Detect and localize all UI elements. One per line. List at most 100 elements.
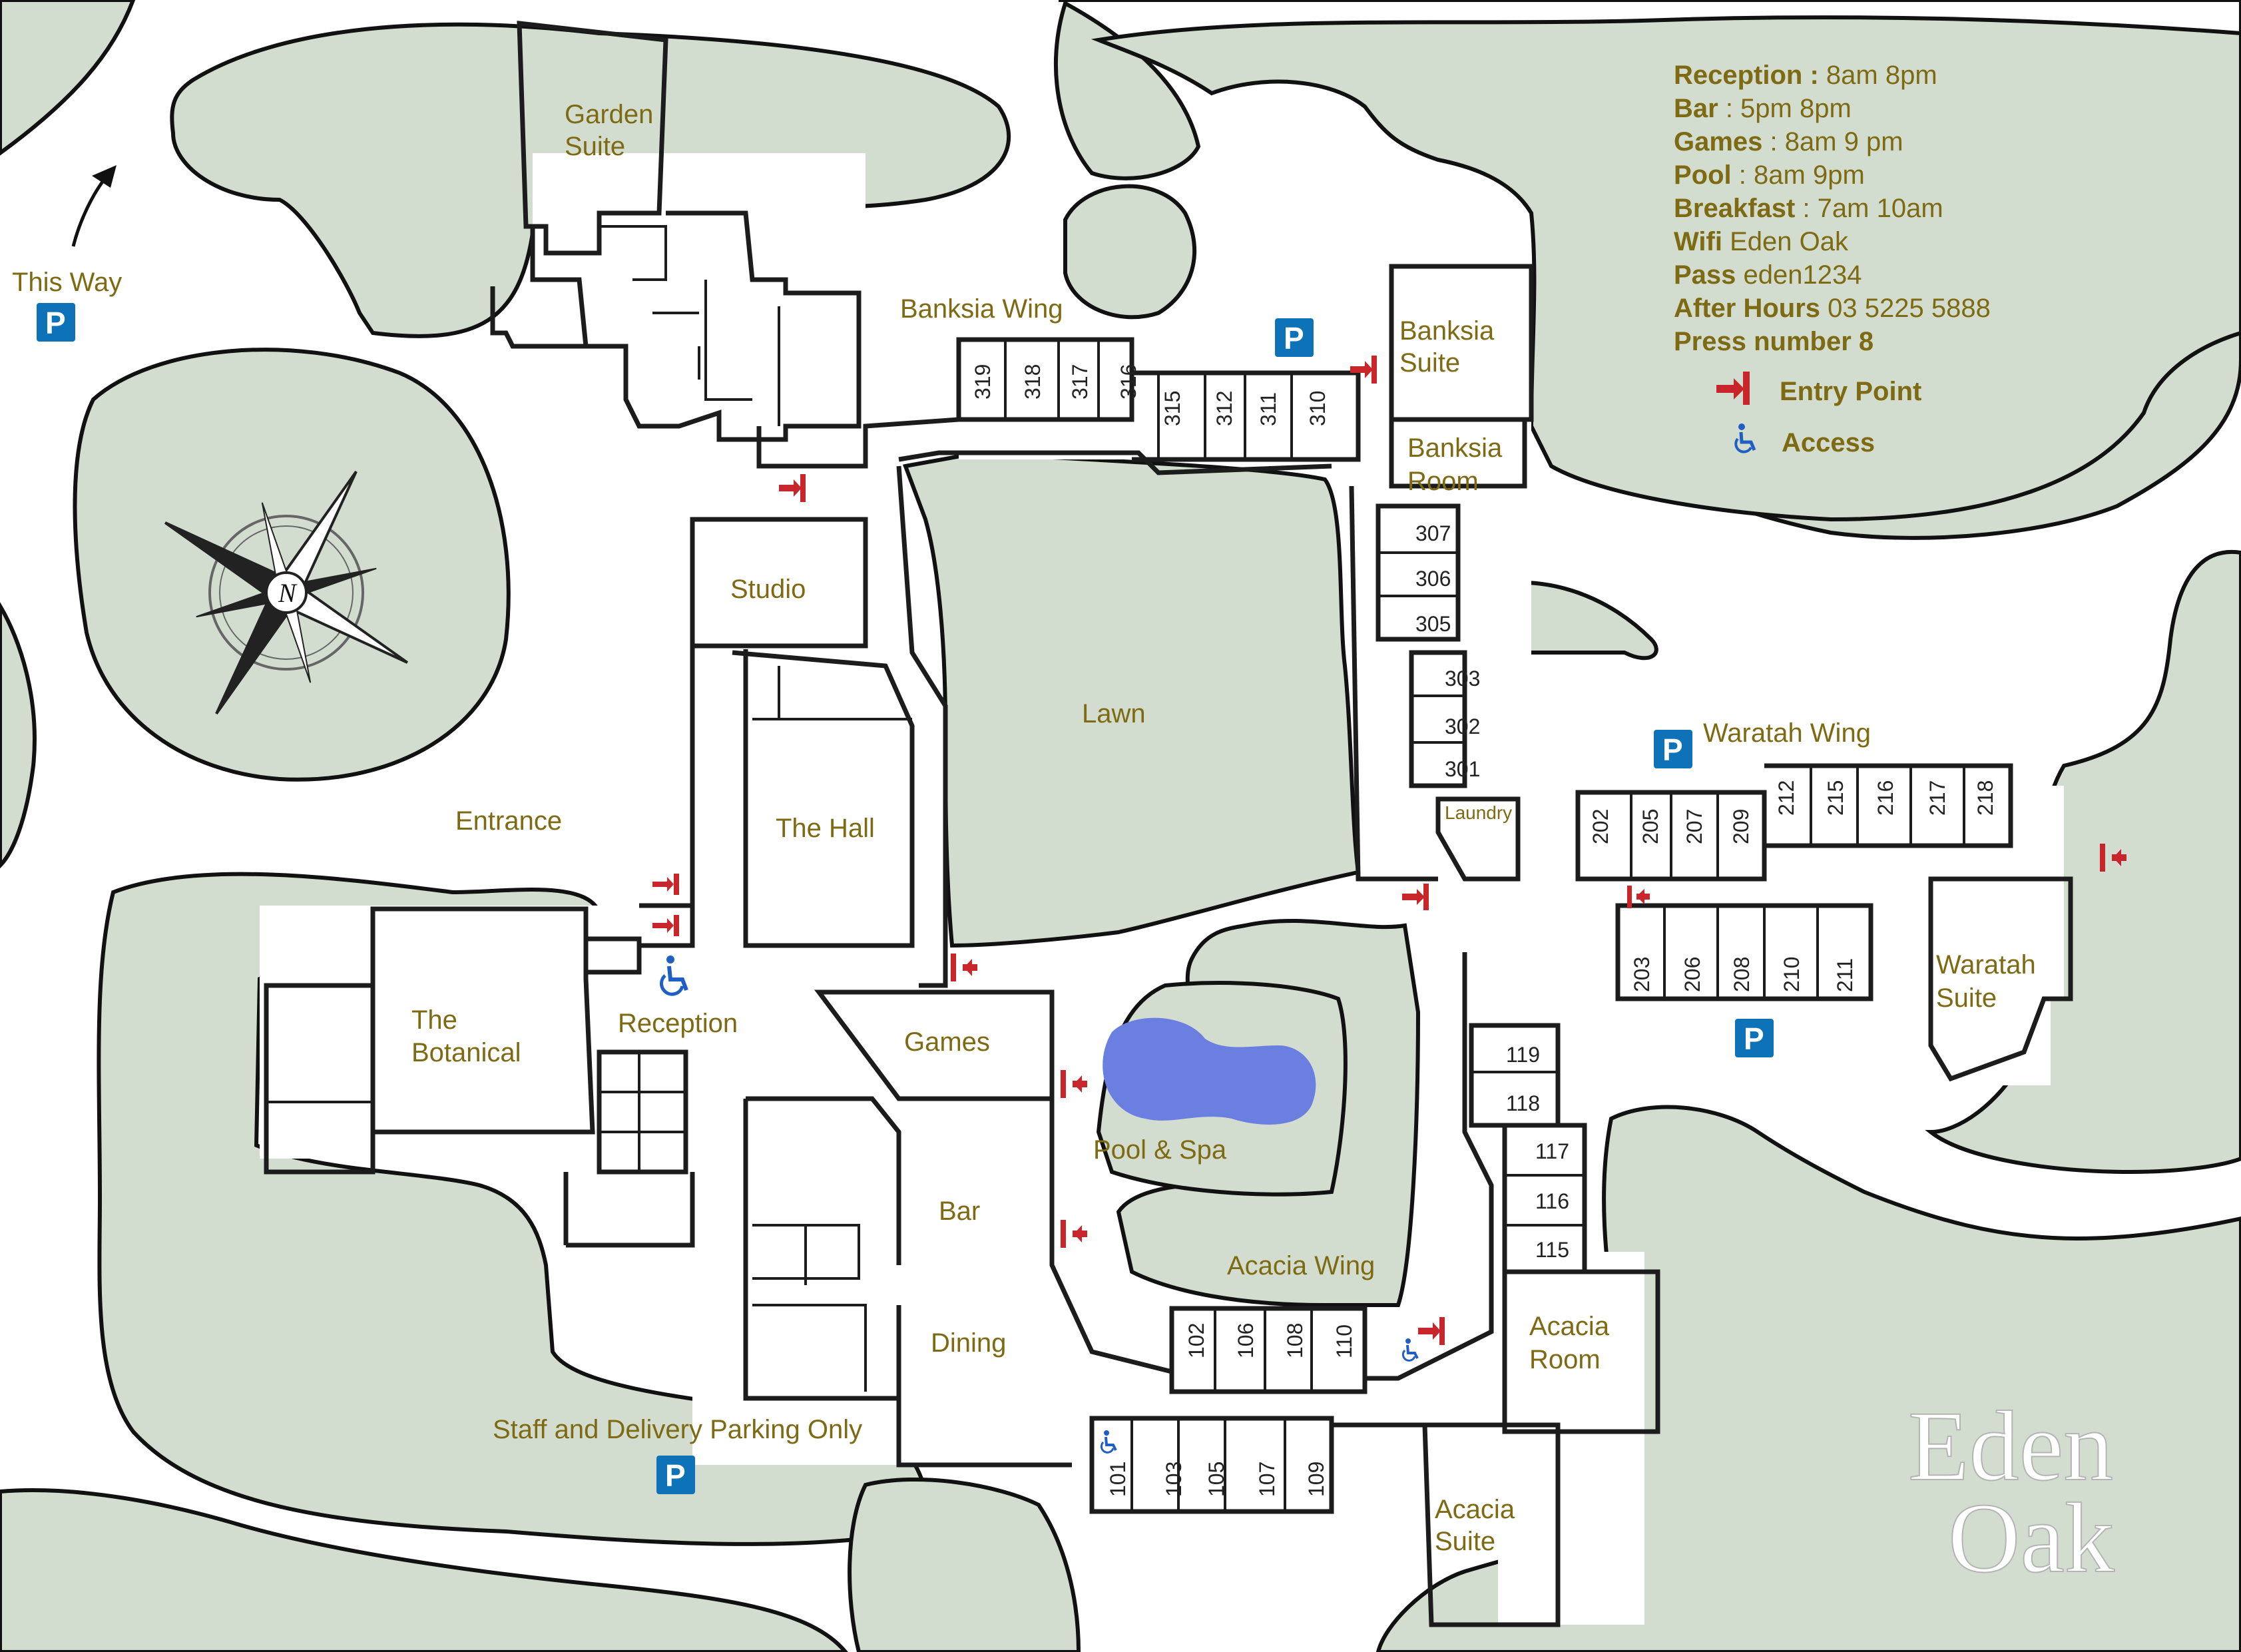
room-number: 306	[1415, 567, 1451, 591]
entry-point-icon	[2100, 844, 2126, 872]
room-number: 118	[1506, 1091, 1540, 1115]
brand-line2: Oak	[1948, 1483, 2115, 1593]
label-lawn: Lawn	[1082, 699, 1146, 728]
entry-point-icon	[1716, 372, 1750, 405]
room-number: 302	[1445, 714, 1480, 738]
info-after-hours: After Hours 03 5225 5888	[1674, 294, 1991, 323]
info-reception: Reception : 8am 8pm	[1674, 61, 1937, 90]
label-entrance: Entrance	[455, 806, 562, 836]
accessible-icon	[660, 956, 688, 996]
compass-rose-icon: N	[164, 470, 409, 715]
legend-entry-point-label: Entry Point	[1780, 377, 1921, 406]
label-the-botanical-2: Botanical	[411, 1038, 521, 1067]
entry-point-icon	[652, 915, 679, 936]
label-acacia-wing: Acacia Wing	[1227, 1251, 1375, 1280]
room-number: 208	[1730, 957, 1754, 992]
room-number: 207	[1682, 809, 1706, 844]
entry-points	[652, 356, 2126, 1345]
green-bottom-left	[0, 1488, 848, 1652]
room-number: 319	[971, 364, 995, 400]
label-acacia-room-2: Room	[1529, 1345, 1601, 1374]
room-number: 310	[1306, 391, 1330, 426]
entry-point-icon	[1350, 356, 1377, 384]
room-number: 218	[1973, 780, 1997, 816]
room-number: 101	[1106, 1462, 1130, 1497]
compass-letter: N	[278, 578, 298, 608]
label-studio: Studio	[730, 575, 806, 604]
room-number: 305	[1415, 612, 1451, 636]
building-walls	[264, 21, 2073, 1627]
pool	[1103, 1017, 1316, 1125]
room-number: 203	[1630, 957, 1654, 992]
label-waratah-suite-1: Waratah	[1936, 950, 2036, 979]
label-dining: Dining	[931, 1328, 1006, 1358]
entry-point-icon	[1402, 884, 1429, 910]
svg-text:P: P	[1284, 321, 1304, 356]
entry-point-icon	[1061, 1220, 1087, 1248]
parking-icon: P	[1735, 1019, 1774, 1057]
room-number: 109	[1304, 1462, 1328, 1497]
parking-icon: P	[1654, 730, 1692, 768]
label-the-hall: The Hall	[776, 814, 875, 843]
label-banksia-wing: Banksia Wing	[900, 294, 1063, 324]
parking-icons: P P P P P	[37, 303, 1774, 1494]
room-number: 116	[1535, 1189, 1569, 1213]
room-number: 307	[1415, 521, 1451, 545]
room-number: 311	[1256, 392, 1280, 426]
label-acacia-suite-2: Suite	[1435, 1527, 1495, 1556]
label-garden-suite-2: Suite	[565, 132, 625, 161]
label-this-way: This Way	[12, 268, 122, 297]
parking-icon: P	[1275, 318, 1314, 357]
info-wifi: Wifi Eden Oak	[1674, 227, 1849, 256]
green-small-island	[1063, 184, 1196, 320]
parking-icon: P	[37, 303, 75, 342]
room-number: 212	[1774, 780, 1798, 816]
room-number: 103	[1162, 1462, 1186, 1497]
svg-text:P: P	[45, 306, 66, 340]
room-number: 215	[1824, 780, 1848, 816]
room-number: 106	[1234, 1323, 1258, 1358]
room-number: 202	[1589, 809, 1613, 844]
green-bottom-center	[848, 1477, 1081, 1652]
accessible-icon	[1401, 1338, 1419, 1362]
brand-line1: Eden	[1908, 1391, 2113, 1502]
legend-access: Access	[1734, 423, 1875, 457]
room-number: 108	[1283, 1323, 1307, 1358]
room-number: 217	[1925, 780, 1949, 816]
label-acacia-suite-1: Acacia	[1435, 1495, 1515, 1524]
room-number: 216	[1873, 780, 1897, 816]
room-number: 303	[1445, 667, 1480, 690]
info-games: Games : 8am 9 pm	[1674, 127, 1903, 156]
green-northeast-main	[1091, 15, 2241, 522]
entry-point-icon	[779, 474, 806, 502]
room-number: 301	[1445, 757, 1480, 781]
room-number: 316	[1117, 364, 1140, 400]
label-banksia-room-2: Room	[1407, 467, 1479, 496]
room-number: 117	[1535, 1139, 1569, 1163]
room-number: 205	[1638, 809, 1662, 844]
label-garden-suite-1: Garden	[565, 100, 653, 129]
label-staff-parking: Staff and Delivery Parking Only	[493, 1415, 862, 1444]
parking-icon: P	[656, 1456, 695, 1494]
accessible-icon	[1100, 1430, 1117, 1454]
room-number: 105	[1204, 1462, 1228, 1497]
room-number: 210	[1780, 957, 1804, 992]
svg-text:P: P	[665, 1458, 686, 1493]
area-labels: Garden Suite This Way Banksia Wing Banks…	[12, 100, 2036, 1556]
room-number: 209	[1729, 809, 1753, 844]
svg-text:P: P	[1662, 732, 1683, 767]
label-the-botanical-1: The	[411, 1005, 457, 1035]
label-waratah-suite-2: Suite	[1936, 983, 1997, 1013]
room-number: 110	[1332, 1324, 1356, 1358]
label-pool-spa: Pool & Spa	[1093, 1135, 1227, 1165]
room-number: 211	[1833, 958, 1857, 992]
room-number: 107	[1255, 1462, 1279, 1497]
access-icons	[660, 956, 1419, 1454]
label-laundry: Laundry	[1445, 802, 1512, 823]
legend-access-label: Access	[1782, 428, 1875, 457]
room-number: 317	[1068, 364, 1092, 400]
room-number: 102	[1184, 1323, 1208, 1358]
room-number: 315	[1160, 391, 1184, 426]
entry-point-icon	[951, 954, 977, 981]
